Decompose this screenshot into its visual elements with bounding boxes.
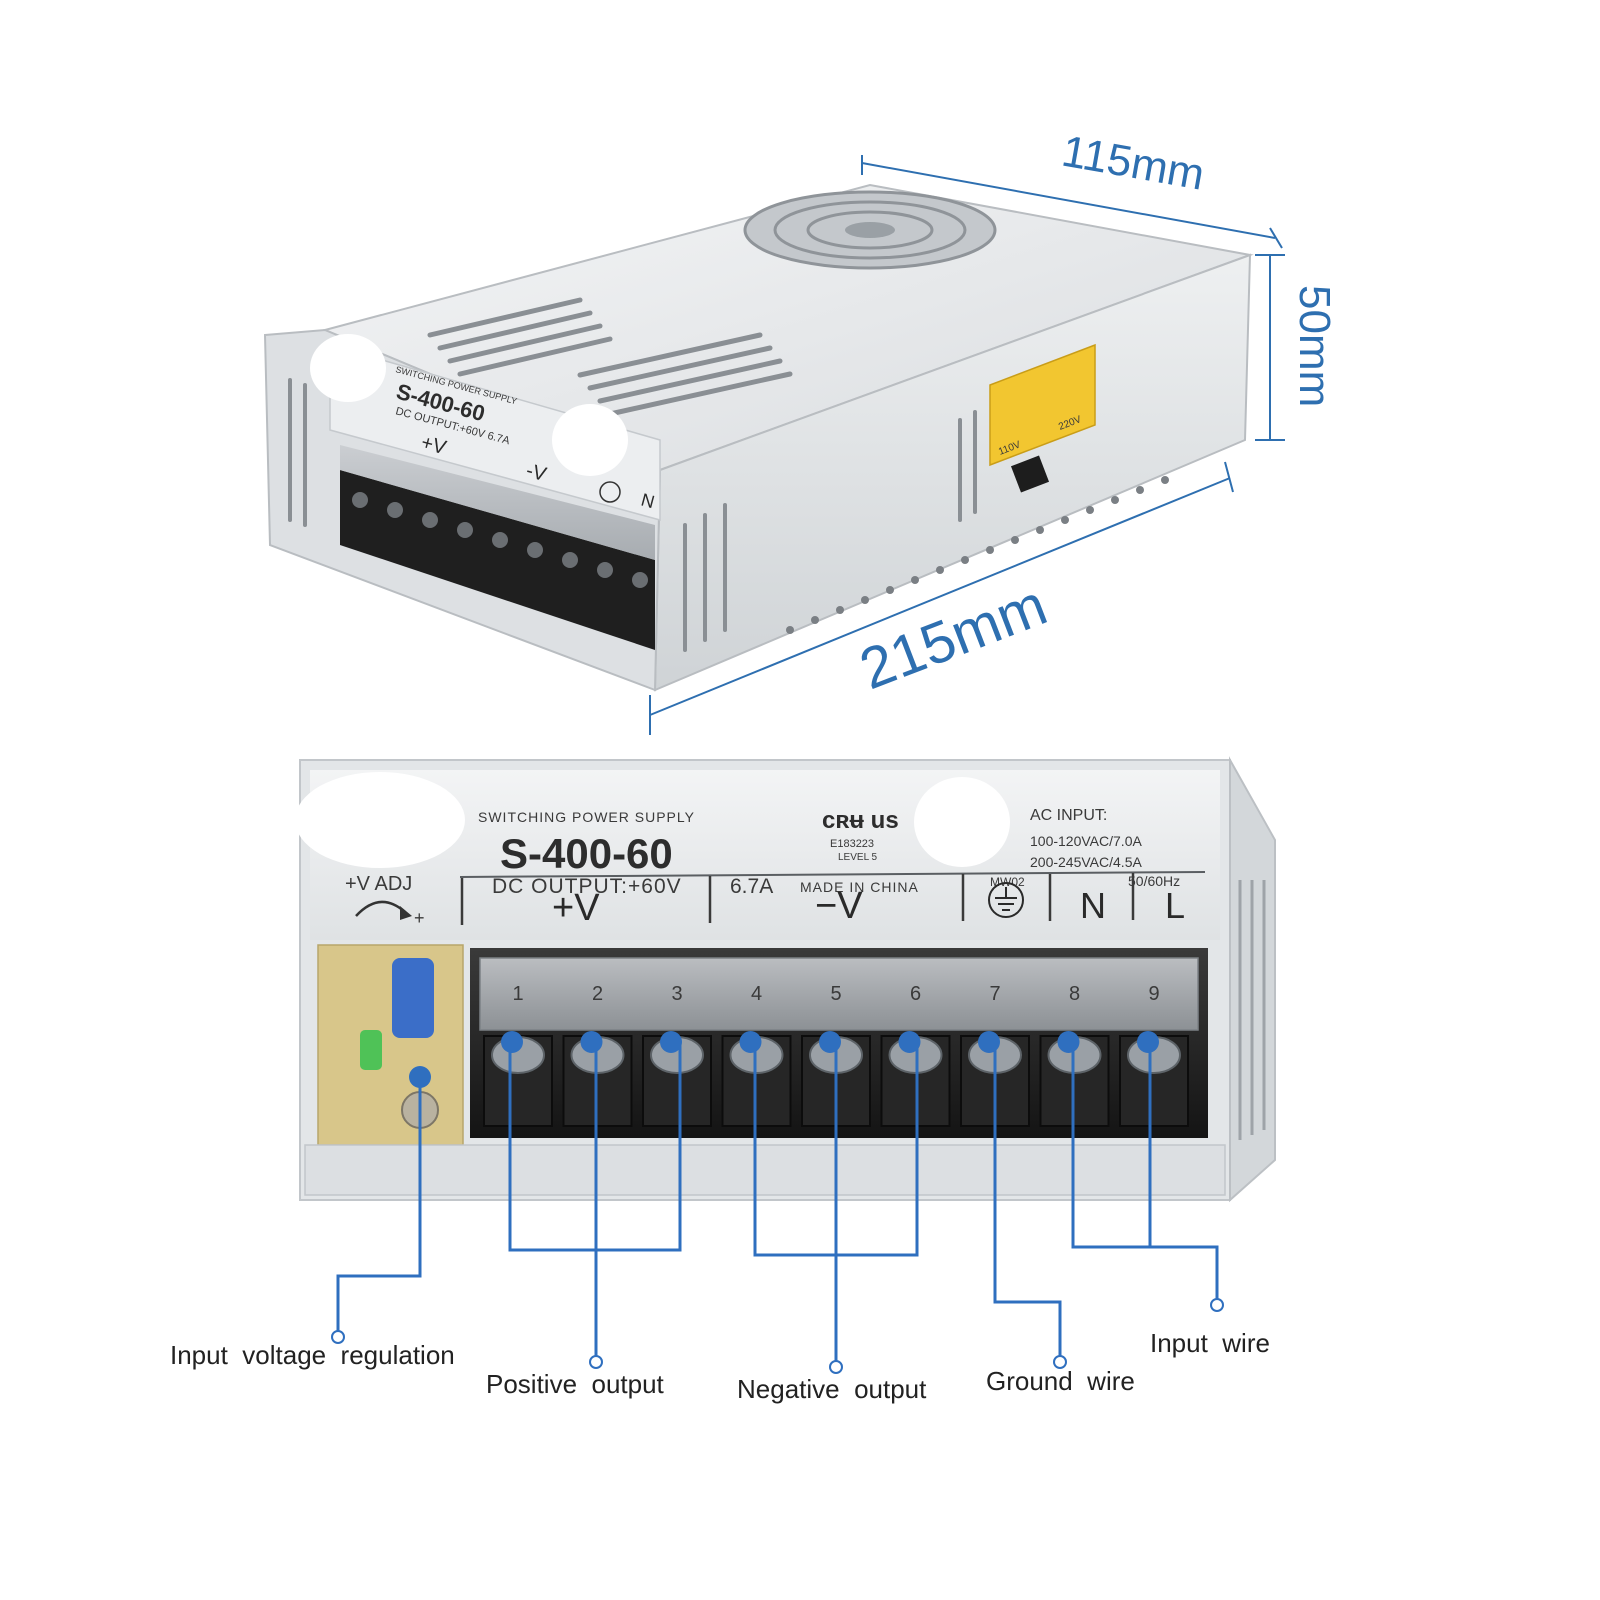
trim-potentiometer (392, 958, 434, 1038)
redacted-cert-patch (552, 404, 628, 476)
terminal-marker-dot (978, 1031, 1000, 1053)
front-plate-heading: SWITCHING POWER SUPPLY (478, 809, 695, 825)
voltage-warning-label (989, 343, 1096, 467)
terminal-marker-dot (739, 1031, 762, 1053)
front-plate-ac-input-line2: 200-245VAC/4.5A (1030, 854, 1142, 870)
top-terminal-cover (340, 445, 655, 560)
redacted-logo-patch (310, 334, 386, 402)
front-plate-made-in: MADE IN CHINA (800, 879, 919, 895)
pcb-board (317, 944, 464, 1146)
top-front-label-plate (329, 344, 661, 521)
vadj-plus-label: + (414, 908, 425, 928)
front-plate-ac-input-title: AC INPUT: (1030, 807, 1107, 824)
terminal-section-dividers (460, 873, 1135, 925)
vadj-arrowhead-icon (400, 906, 412, 920)
front-plate-model: S-400-60 (500, 830, 673, 877)
terminal-number: 6 (910, 983, 921, 1005)
voltage-selector-switch (1010, 455, 1050, 493)
terminal-number: 5 (830, 983, 841, 1005)
terminal-marker-dot (1137, 1031, 1159, 1053)
front-plate-cert-mark: cʀʉ us (822, 807, 899, 834)
top-ground-icon (599, 481, 621, 503)
callout-negative-output: Negative output (737, 1374, 927, 1404)
terminal-clear-cover (479, 957, 1199, 1031)
callout-input-voltage-regulation: Input voltage regulation (170, 1340, 455, 1370)
terminal-label-minus-v: −V (815, 885, 863, 927)
ground-icon (988, 882, 1024, 918)
top-terminal-screws (352, 492, 648, 588)
redacted-logo-patch-front (295, 772, 465, 868)
terminal-number: 4 (751, 983, 762, 1005)
callout-positive-output: Positive output (486, 1369, 665, 1399)
front-plate-dc-output: DC OUTPUT:+60V (492, 875, 682, 898)
dimension-width-label: 115mm (1058, 127, 1208, 200)
front-plate-cert-file: E183223 (830, 838, 874, 850)
terminal-marker-dot (1057, 1031, 1080, 1053)
terminal-screws (409, 1031, 1189, 1127)
top-isometric-view: SWITCHING POWER SUPPLY S-400-60 DC OUTPU… (263, 127, 1339, 735)
plate-divider (459, 871, 1206, 878)
callout-end-circles (331, 1298, 1224, 1374)
terminal-number: 3 (671, 983, 682, 1005)
terminal-number: 8 (1069, 983, 1080, 1005)
terminal-number: 2 (592, 983, 603, 1005)
vadj-label: +V ADJ (345, 873, 412, 895)
front-view: SWITCHING POWER SUPPLY S-400-60 DC OUTPU… (295, 756, 1276, 1203)
front-plate-current: 6.7A (730, 875, 773, 898)
right-wall-slots (1238, 880, 1266, 1140)
terminal-marker-dot (580, 1031, 603, 1053)
dimension-lines (649, 155, 1285, 735)
top-vent-slots (427, 297, 793, 417)
terminal-marker-dot (660, 1031, 682, 1053)
terminal-number: 9 (1148, 983, 1159, 1005)
led-indicator (360, 1030, 382, 1070)
terminal-number: 1 (512, 983, 523, 1005)
top-plate-n: N (639, 490, 657, 513)
front-plate-frequency: 50/60Hz (1128, 873, 1180, 889)
terminal-number: 7 (989, 983, 1000, 1005)
callout-input-wire: Input wire (1150, 1328, 1270, 1358)
terminal-marker-dot (898, 1031, 921, 1053)
side-vent-slots (288, 378, 977, 652)
callout-lines (336, 1040, 1219, 1365)
terminal-marker-dot (819, 1031, 841, 1053)
terminal-label-plus-v: +V (552, 887, 600, 929)
front-bottom-rail (304, 1144, 1226, 1196)
front-plate-cert-level: LEVEL 5 (838, 852, 878, 863)
callout-ground-wire: Ground wire (986, 1366, 1135, 1396)
redacted-cert-patch-front (914, 777, 1010, 867)
terminal-label-l: L (1165, 885, 1185, 926)
front-plate-ac-input-line1: 100-120VAC/7.0A (1030, 833, 1142, 849)
terminal-marker-dot (501, 1031, 523, 1053)
terminal-label-n: N (1080, 885, 1106, 926)
fan-grille (743, 190, 997, 270)
dimension-height-label: 50mm (1290, 285, 1339, 407)
top-terminal-block (340, 470, 655, 650)
terminal-numbers: 1 2 3 4 5 6 7 8 9 (512, 983, 1159, 1005)
side-bottom-holes (786, 476, 1169, 634)
